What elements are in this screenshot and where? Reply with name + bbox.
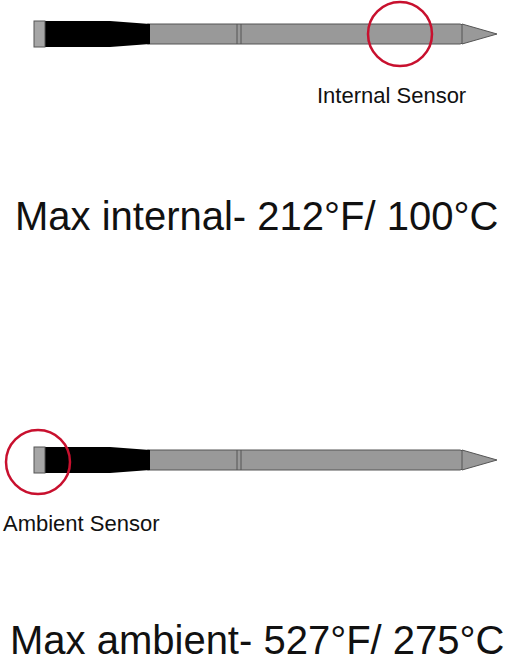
probe-groove — [241, 24, 242, 44]
probe-shaft — [145, 450, 463, 470]
probe-cap — [34, 21, 45, 47]
probe-tip — [462, 450, 497, 470]
sensor-label: Ambient Sensor — [3, 512, 160, 536]
max-temp-label: Max ambient- 527°F/ 275°C — [10, 618, 504, 662]
max-temp-label: Max internal- 212°F/ 100°C — [15, 194, 498, 238]
probe-tip — [462, 24, 497, 44]
probe-handle — [44, 447, 150, 473]
probe-cap — [34, 447, 45, 473]
probe-groove — [241, 450, 242, 470]
probe-lower — [6, 430, 497, 494]
probe-groove — [237, 450, 238, 470]
probe-upper — [34, 2, 497, 66]
probe-groove — [237, 24, 238, 44]
highlight-circle — [368, 2, 432, 66]
probe-shaft — [145, 24, 463, 44]
probe-handle — [44, 21, 150, 47]
highlight-circle — [6, 430, 70, 494]
sensor-label: Internal Sensor — [317, 84, 466, 108]
